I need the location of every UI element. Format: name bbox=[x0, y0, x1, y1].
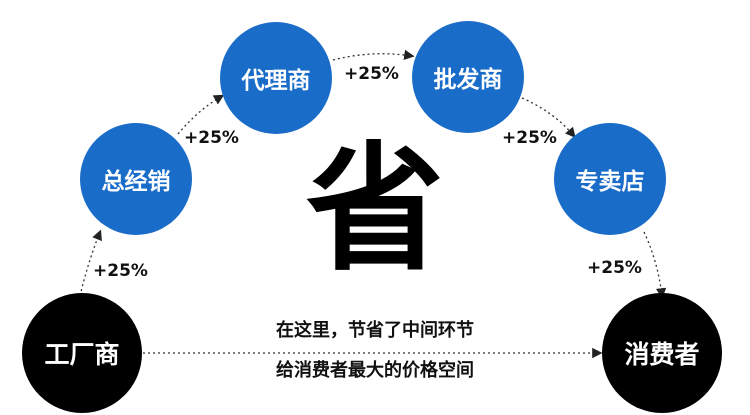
node-consumer-label: 消费者 bbox=[624, 340, 700, 369]
node-agent: 代理商 bbox=[220, 22, 332, 134]
markup-agent-to-wholesaler: +25% bbox=[344, 64, 399, 84]
center-save-character: 省 bbox=[305, 129, 444, 290]
arrow-store-to-consumer bbox=[643, 231, 667, 299]
node-factory: 工厂商 bbox=[22, 293, 142, 413]
markup-factory-to-general: +25% bbox=[93, 261, 148, 281]
node-agent-label: 代理商 bbox=[241, 68, 311, 94]
node-general-distributor: 总经销 bbox=[80, 123, 192, 235]
node-wholesaler: 批发商 bbox=[412, 21, 524, 133]
arrow-wholesaler-to-store bbox=[521, 97, 576, 138]
node-factory-label: 工厂商 bbox=[44, 340, 120, 369]
node-store-label: 专卖店 bbox=[575, 169, 645, 195]
message-line-1: 在这里，节省了中间环节 bbox=[276, 320, 474, 341]
arrow-general-to-agent bbox=[177, 94, 225, 135]
node-wholesaler-label: 批发商 bbox=[433, 67, 503, 93]
markup-store-to-consumer: +25% bbox=[587, 258, 642, 278]
arrow-agent-to-wholesaler bbox=[332, 49, 415, 61]
arrow-factory-to-general bbox=[79, 229, 102, 297]
message-line-2: 给消费者最大的价格空间 bbox=[276, 360, 474, 381]
markup-wholesaler-to-store: +25% bbox=[502, 128, 557, 148]
node-store: 专卖店 bbox=[554, 123, 666, 235]
node-consumer: 消费者 bbox=[602, 293, 722, 413]
node-general-distributor-label: 总经销 bbox=[101, 169, 171, 195]
markup-general-to-agent: +25% bbox=[184, 128, 239, 148]
